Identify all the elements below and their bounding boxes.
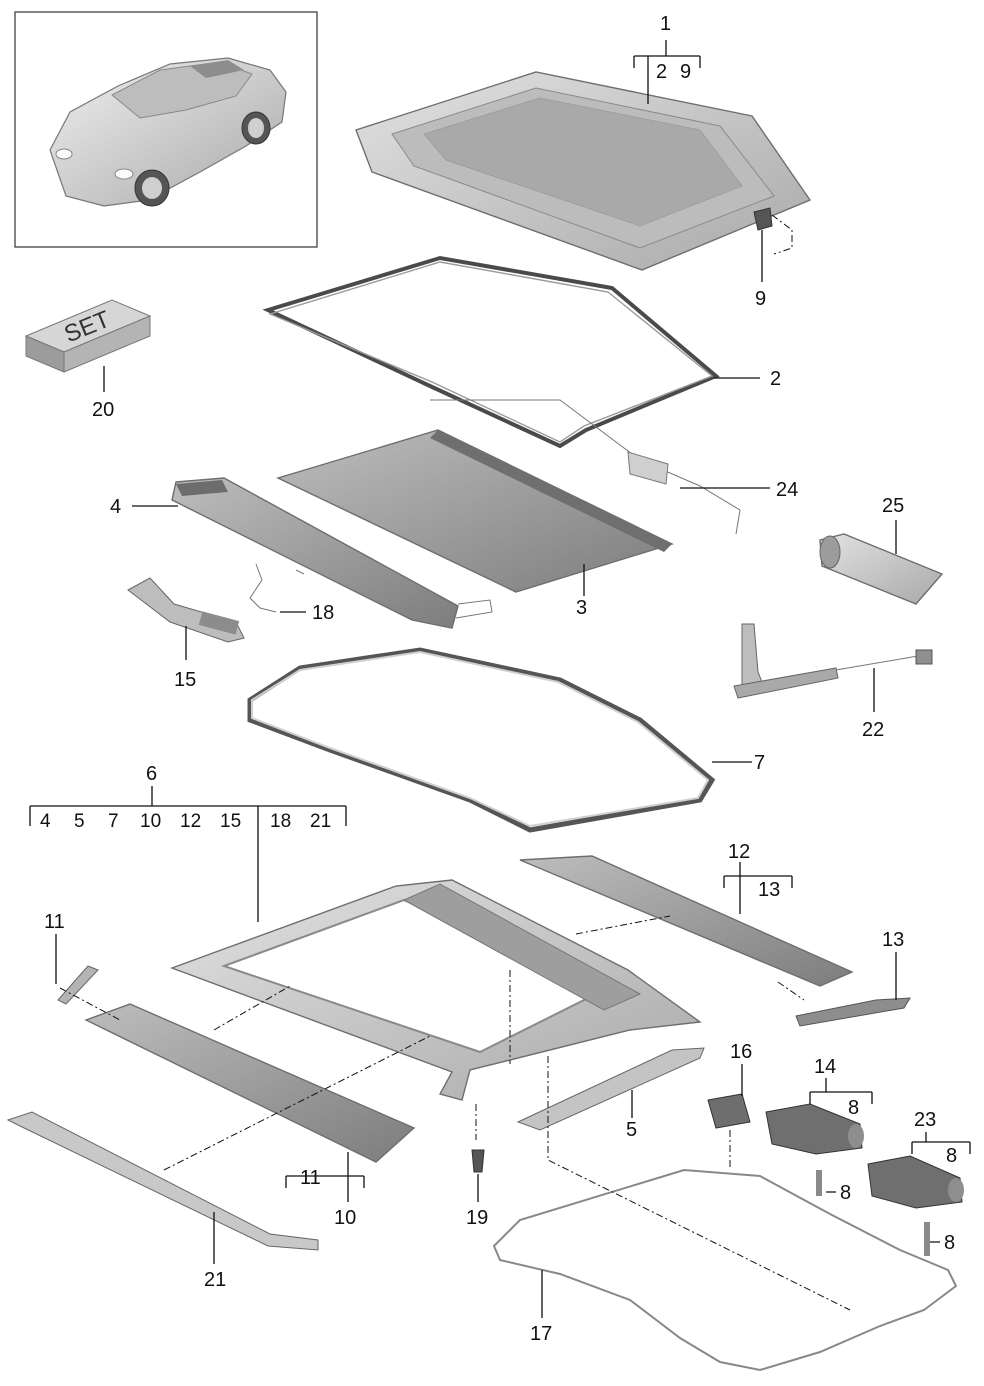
part-13-strip [795,997,911,1027]
callout-5: 5 [626,1119,637,1141]
callout-10-sub-11: 11 [300,1167,321,1189]
leader-lines [29,40,971,1318]
part-5-rail [516,1047,705,1131]
part-19-clip [471,1149,485,1173]
part-1-glass-panel [355,71,812,271]
callout-17: 17 [530,1323,552,1345]
part-20-set-box: SET [24,299,152,373]
callout-14: 14 [814,1056,836,1078]
callout-15: 15 [174,669,196,691]
assembly-lines [59,915,851,1311]
part-14-motor [765,1103,864,1155]
part-3-sunshade [276,429,674,593]
callout-6-sub-21: 21 [310,811,331,832]
callout-19: 19 [466,1207,488,1229]
part-17-harness [492,1168,958,1372]
part-7-seal-ring [247,647,716,833]
callout-8-a: 8 [840,1182,851,1204]
callout-6-sub-10: 10 [140,811,161,832]
part-24-cable [430,399,741,535]
callout-1-sub-2: 2 [656,61,667,83]
callout-6-sub-12: 12 [180,811,201,832]
part-9-clip [753,207,793,255]
part-25-tube [819,533,944,605]
callout-7: 7 [754,752,765,774]
part-8-screws [816,1170,930,1256]
callout-1-sub-9: 9 [680,61,691,83]
callout-18: 18 [312,602,334,624]
callout-24: 24 [776,479,798,501]
callout-9: 9 [755,288,766,310]
callout-8-b: 8 [944,1232,955,1254]
callout-2: 2 [770,368,781,390]
callout-20: 20 [92,399,114,421]
callout-12: 12 [728,841,750,863]
part-15-drive [127,577,245,643]
callout-12-sub-13: 13 [758,879,780,901]
part-12-rear-panel [519,855,854,987]
car-illustration [49,57,287,207]
callout-16: 16 [730,1041,752,1063]
part-11-strip [57,965,99,1005]
part-16-module [707,1093,751,1129]
part-6-roof-frame [169,879,702,1101]
callout-13: 13 [882,929,904,951]
callout-23: 23 [914,1109,936,1131]
callout-10: 10 [334,1207,356,1229]
part-10-front-panel [84,1003,416,1163]
part-2-seal [262,255,720,449]
callout-11: 11 [44,911,65,933]
callout-6: 6 [146,763,157,785]
callout-6-sub-18: 18 [270,811,291,832]
callout-23-sub-8: 8 [946,1145,957,1167]
part-23-motor [867,1155,964,1209]
callout-labels: 1 2 9 9 2 20 24 25 4 3 18 15 22 7 6 4 5 … [40,13,957,1345]
vehicle-overview-inset [14,11,318,248]
callout-25: 25 [882,495,904,517]
callout-3: 3 [576,597,587,619]
callout-6-sub-5: 5 [74,811,85,832]
part-18-connector [249,563,305,613]
callout-14-sub-8: 8 [848,1097,859,1119]
callout-6-sub-15: 15 [220,811,241,832]
callout-4: 4 [110,496,121,518]
callout-6-sub-7: 7 [108,811,119,832]
part-4-front-rail [171,477,493,629]
callout-22: 22 [862,719,884,741]
part-21-bar [6,1111,319,1251]
part-22-lever [733,623,933,699]
callout-21: 21 [204,1269,226,1291]
callout-6-sub-4: 4 [40,811,51,832]
callout-1: 1 [660,13,671,35]
